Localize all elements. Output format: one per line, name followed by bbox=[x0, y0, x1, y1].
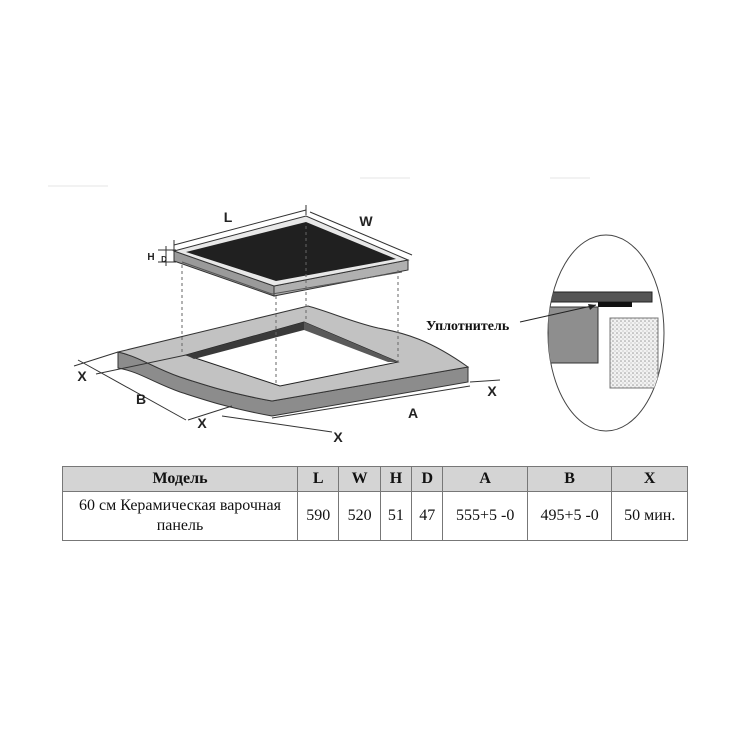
cell-l: 590 bbox=[296, 491, 340, 541]
header-h: H bbox=[379, 466, 413, 492]
spec-header-row: Модель L W H D A B X bbox=[62, 466, 688, 492]
header-l: L bbox=[296, 466, 340, 492]
header-b: B bbox=[526, 466, 613, 492]
dim-label-d: D bbox=[161, 255, 167, 264]
dim-label-x-front-bottom: X bbox=[333, 429, 343, 445]
dim-label-b: B bbox=[136, 391, 146, 407]
cell-d: 47 bbox=[411, 491, 444, 541]
dim-label-h: H bbox=[147, 252, 154, 263]
cell-h: 51 bbox=[379, 491, 413, 541]
cell-a: 555+5 -0 bbox=[442, 491, 528, 541]
hob bbox=[172, 215, 410, 297]
dim-label-x-right: X bbox=[487, 383, 497, 399]
dim-label-w: W bbox=[359, 213, 373, 229]
dim-label-x-left: X bbox=[77, 368, 87, 384]
dim-label-a: A bbox=[408, 405, 418, 421]
header-a: A bbox=[442, 466, 528, 492]
table-row: 60 см Керамическая варочная панель 590 5… bbox=[62, 491, 688, 541]
header-x: X bbox=[611, 466, 688, 492]
dim-label-l: L bbox=[224, 209, 233, 225]
cell-b: 495+5 -0 bbox=[526, 491, 613, 541]
dimension-lines bbox=[73, 205, 501, 433]
header-w: W bbox=[338, 466, 381, 492]
cell-model: 60 см Керамическая варочная панель bbox=[62, 491, 298, 541]
seal-label: Уплотнитель bbox=[426, 319, 510, 334]
dim-label-x-front-left: X bbox=[197, 415, 207, 431]
countertop bbox=[117, 305, 470, 417]
header-d: D bbox=[411, 466, 444, 492]
seal-detail bbox=[519, 234, 665, 432]
cell-w: 520 bbox=[338, 491, 381, 541]
spec-table: Модель L W H D A B X 60 см Керамическая … bbox=[62, 466, 688, 541]
cell-x: 50 мин. bbox=[611, 491, 688, 541]
header-model: Модель bbox=[62, 466, 298, 492]
projection-lines bbox=[181, 226, 399, 386]
